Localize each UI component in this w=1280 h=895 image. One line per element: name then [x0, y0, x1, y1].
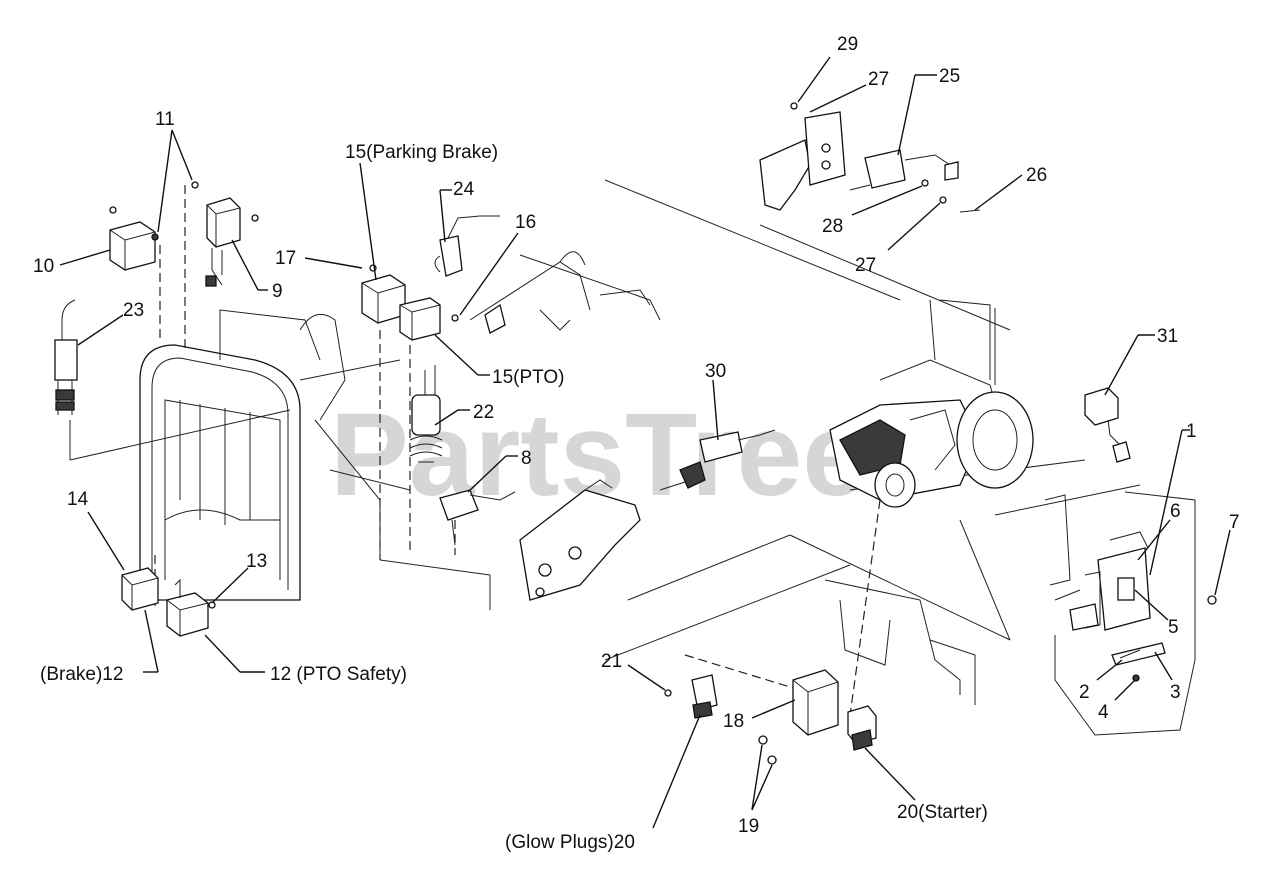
bracket-lower	[824, 579, 976, 705]
callout-31: 31	[1157, 326, 1178, 347]
relay-10	[109, 206, 159, 271]
callout-4: 4	[1098, 702, 1109, 723]
seat-switch-22	[409, 365, 443, 463]
relay-20-glow-plugs	[664, 674, 718, 719]
relay-20-starter	[847, 705, 877, 751]
callout-27-bottom: 27	[855, 255, 876, 276]
callout-20-starter: 20(Starter)	[897, 802, 988, 823]
callout-15-pto: 15(PTO)	[492, 367, 565, 388]
callout-5: 5	[1168, 617, 1179, 638]
brake-linkage	[469, 251, 661, 334]
callout-10: 10	[33, 256, 54, 277]
callout-12-pto-safety: 12 (PTO Safety)	[270, 664, 407, 685]
relay-18	[758, 669, 839, 765]
mounting-plate	[519, 479, 641, 601]
callout-9: 9	[272, 281, 283, 302]
relay-15-parking-brake	[361, 264, 406, 324]
relay-14	[121, 567, 159, 611]
callout-12-brake: (Brake)12	[40, 664, 123, 685]
switch-24	[434, 215, 500, 277]
callout-6: 6	[1170, 501, 1181, 522]
leader-lines	[59, 56, 1231, 829]
relay-9	[191, 181, 259, 287]
callout-labels: 11 10 9 23 15(Parking Brake) 17 24 16 15…	[33, 34, 1240, 853]
callout-2: 2	[1079, 682, 1090, 703]
switch-8	[439, 489, 516, 546]
relay-12-pto-safety	[166, 578, 216, 637]
callout-26: 26	[1026, 165, 1047, 186]
callout-20-glow-plugs: (Glow Plugs)20	[505, 832, 635, 853]
tractor-illustration	[829, 299, 1034, 508]
callout-25: 25	[939, 66, 960, 87]
harness-23	[54, 299, 78, 415]
dash-console-frame	[69, 309, 491, 610]
callout-18: 18	[723, 711, 744, 732]
callout-7: 7	[1229, 512, 1240, 533]
callout-28: 28	[822, 216, 843, 237]
callout-30: 30	[705, 361, 726, 382]
callout-16: 16	[515, 212, 536, 233]
switch-assembly-25	[759, 102, 981, 213]
callout-13: 13	[246, 551, 267, 572]
sensor-30	[659, 429, 776, 491]
relay-15-pto	[399, 297, 459, 341]
callout-11: 11	[155, 109, 175, 130]
callout-22: 22	[473, 402, 494, 423]
callout-15-parking-brake: 15(Parking Brake)	[345, 142, 498, 163]
callout-23: 23	[123, 300, 144, 321]
callout-14: 14	[67, 489, 89, 510]
callout-21: 21	[601, 651, 622, 672]
relay-31	[1084, 387, 1131, 463]
callout-29: 29	[837, 34, 858, 55]
callout-17: 17	[275, 248, 296, 269]
callout-1: 1	[1186, 421, 1197, 442]
controller-module-1	[1044, 491, 1217, 736]
callout-8: 8	[521, 448, 532, 469]
callout-24: 24	[453, 179, 475, 200]
callout-19: 19	[738, 816, 759, 837]
callout-3: 3	[1170, 682, 1181, 703]
callout-27-top: 27	[868, 69, 889, 90]
